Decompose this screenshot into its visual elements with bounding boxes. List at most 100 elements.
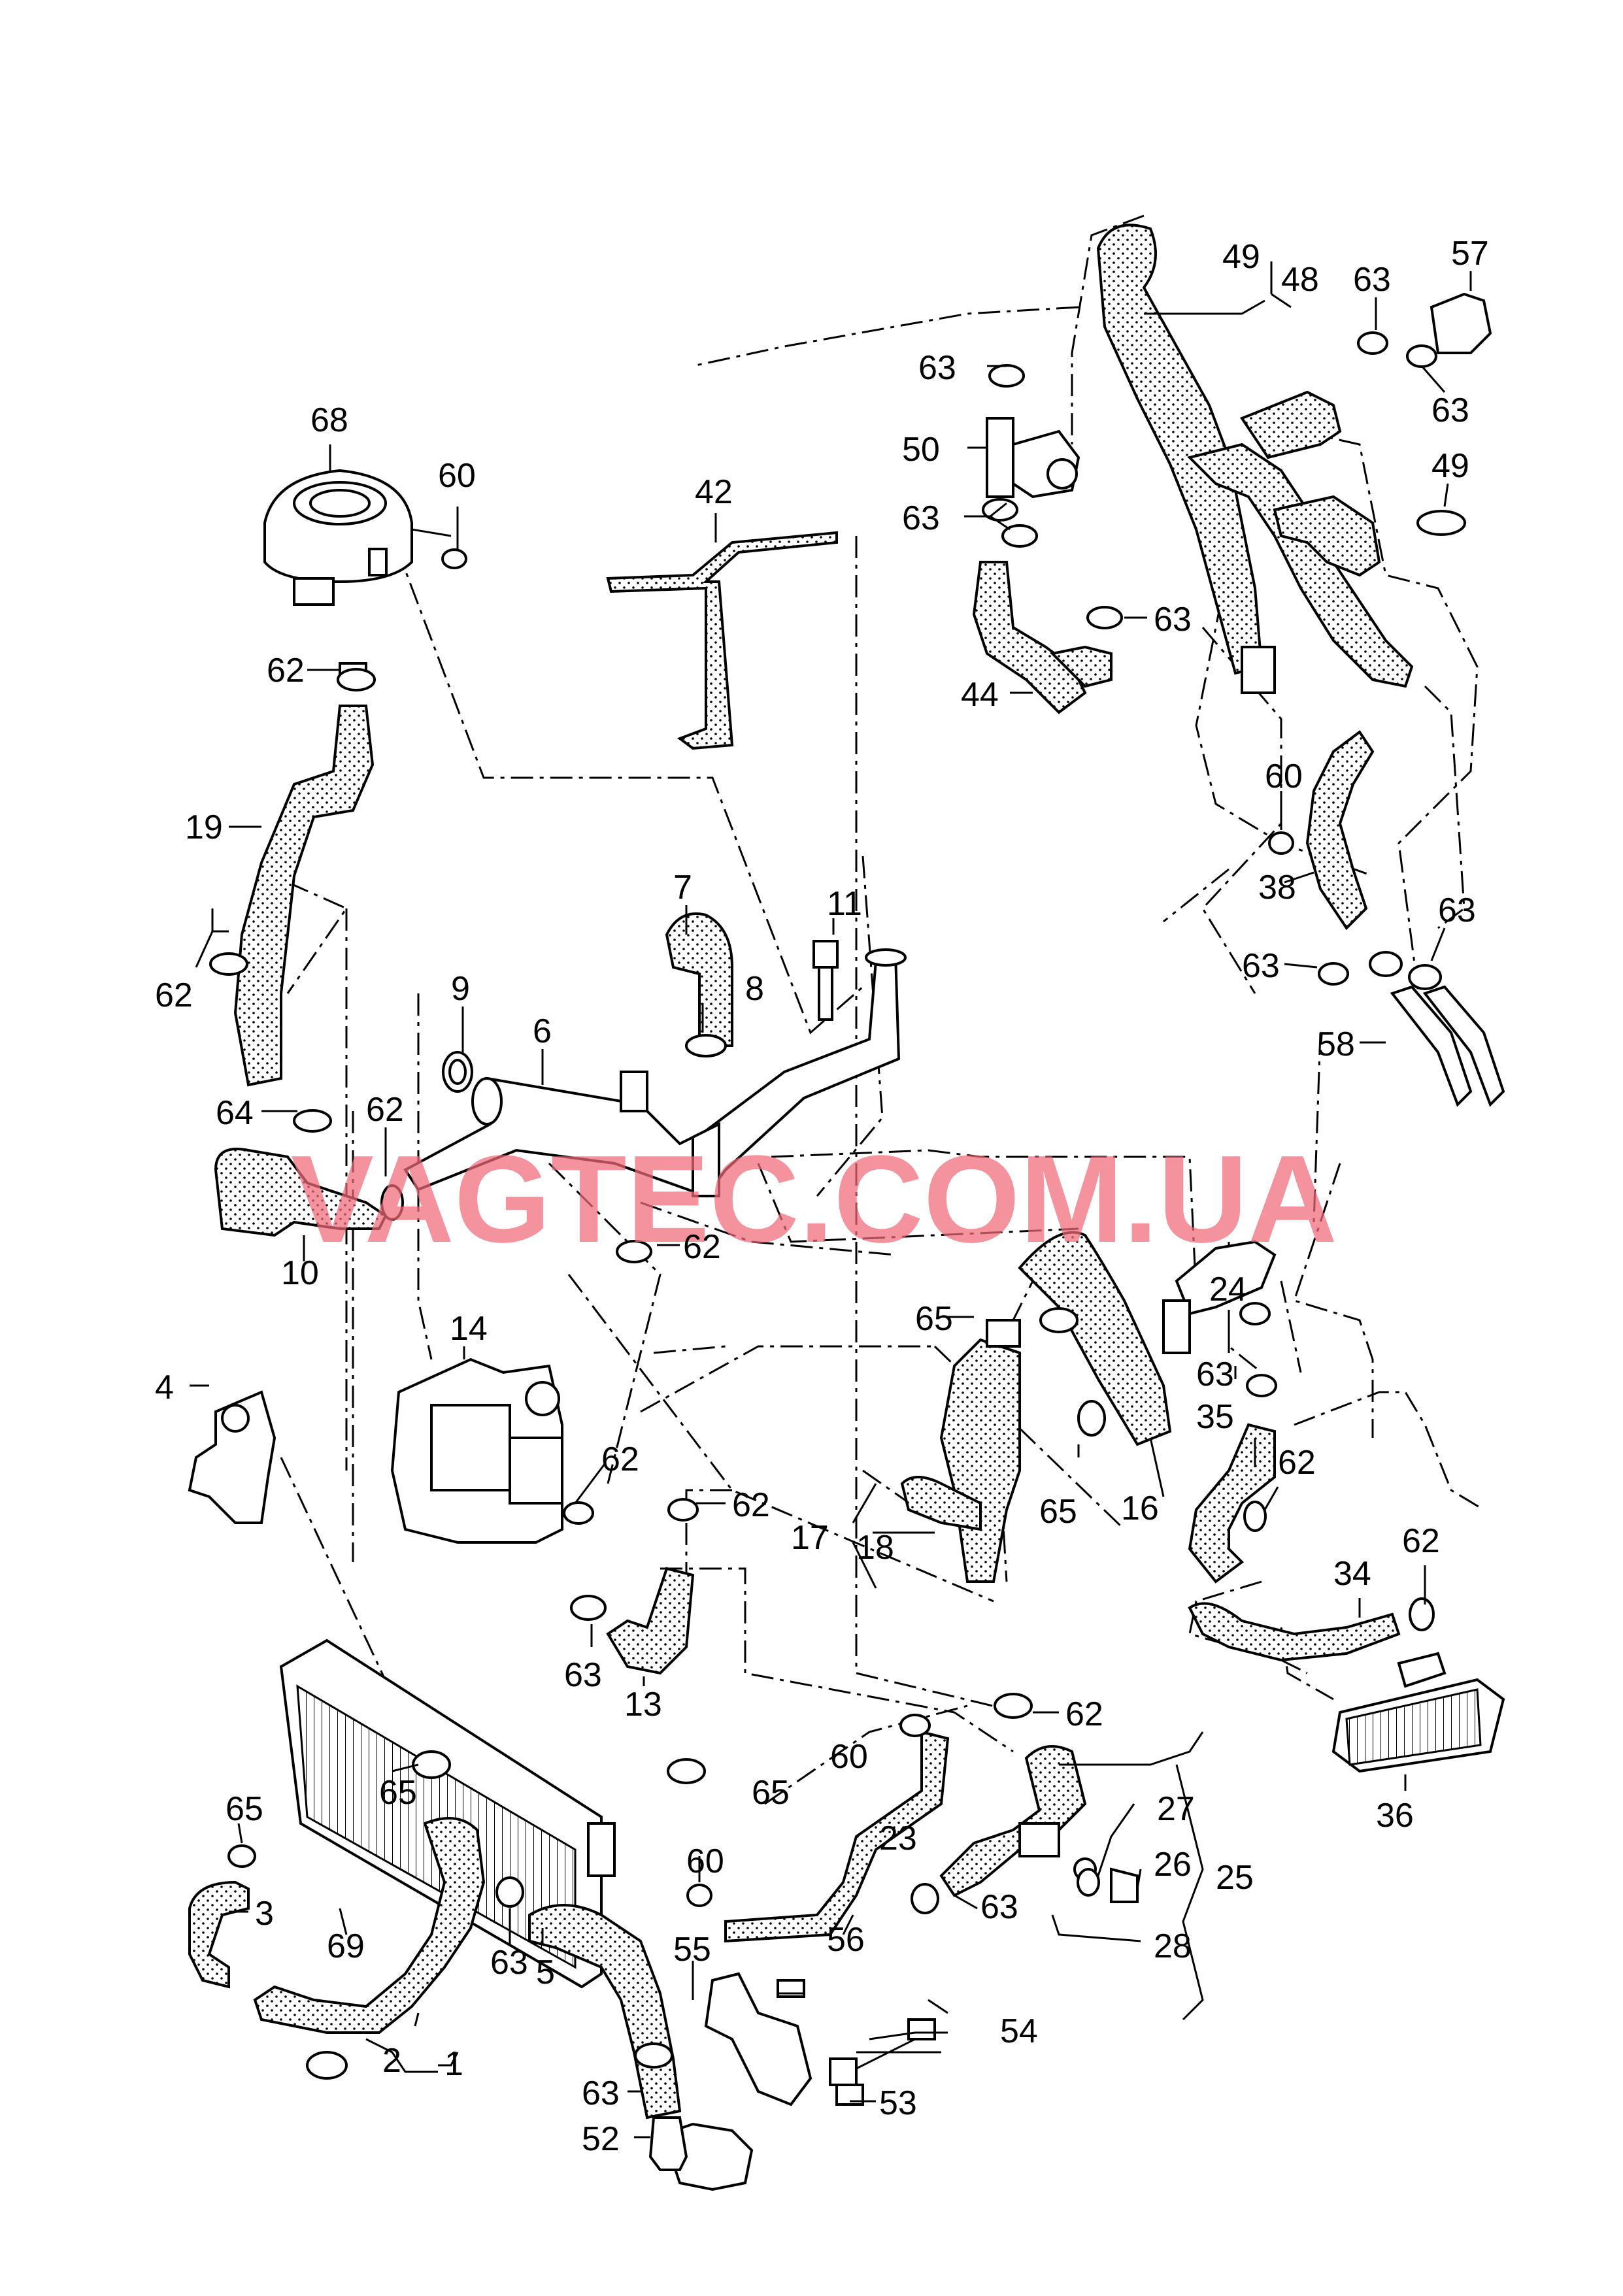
callout-60-23: 60 (830, 1738, 868, 1776)
callout-52: 52 (582, 2120, 620, 2158)
callout-53: 53 (879, 2084, 917, 2122)
callout-63-rad: 63 (490, 1944, 528, 1982)
callout-63-58right: 63 (1438, 891, 1476, 929)
callout-35: 35 (1196, 1398, 1234, 1436)
callout-60-38: 60 (1265, 757, 1303, 795)
callout-labels: 68 60 42 62 19 62 7 9 6 8 11 64 62 10 62… (155, 235, 1489, 2158)
callout-65-cluster2: 65 (1039, 1493, 1077, 1531)
callout-49-top: 49 (1222, 238, 1260, 276)
vent-hose-42 (606, 531, 838, 750)
callout-65-cluster: 65 (915, 1300, 953, 1338)
callout-62-tank: 62 (267, 652, 305, 690)
callout-28: 28 (1154, 1927, 1192, 1965)
callout-50: 50 (902, 431, 940, 469)
callout-48: 48 (1281, 261, 1319, 299)
housing-4 (188, 1390, 276, 1524)
callout-65-23: 65 (752, 1774, 790, 1812)
callout-14: 14 (450, 1310, 488, 1348)
callout-9: 9 (451, 970, 470, 1008)
oil-cooler-36 (1331, 1652, 1505, 1773)
callout-19: 19 (185, 808, 223, 846)
callout-36: 36 (1376, 1797, 1414, 1835)
valve-50 (986, 417, 1080, 499)
hose-10 (214, 1148, 388, 1237)
callout-63-57: 63 (1431, 391, 1469, 429)
callout-65-rad: 65 (379, 1774, 417, 1812)
callout-62-block2: 62 (732, 1486, 770, 1524)
coolant-pipe-6 (403, 948, 907, 1198)
callout-18: 18 (856, 1529, 894, 1567)
pipes-58 (1390, 985, 1505, 1107)
callout-3: 3 (255, 1895, 274, 1933)
sensor-57 (1430, 292, 1492, 354)
callout-24: 24 (1209, 1271, 1247, 1308)
callout-34: 34 (1333, 1555, 1371, 1593)
callout-38: 38 (1258, 869, 1296, 907)
bolt-11 (812, 940, 839, 1021)
callout-69: 69 (327, 1927, 365, 1965)
callout-11: 11 (827, 885, 862, 923)
leader-lines (190, 261, 1472, 2138)
callout-60-pump: 60 (686, 1842, 724, 1880)
callout-44: 44 (961, 676, 999, 714)
callout-58: 58 (1317, 1025, 1355, 1063)
callout-25: 25 (1216, 1859, 1254, 1897)
callout-63-24: 63 (1196, 1356, 1234, 1393)
callout-63-25: 63 (980, 1888, 1018, 1926)
hose-clips (209, 331, 1466, 2080)
hose-cluster-48 (1096, 224, 1414, 694)
callout-2: 2 (382, 2042, 401, 2080)
callout-1: 1 (444, 2045, 463, 2083)
hose-34 (1188, 1602, 1401, 1662)
callout-23: 23 (879, 1820, 917, 1857)
pump-52 (648, 2116, 754, 2191)
callout-26: 26 (1154, 1846, 1192, 1884)
hose-44 (972, 561, 1113, 714)
callout-65-left: 65 (226, 1790, 263, 1828)
callout-63-44: 63 (1154, 601, 1192, 639)
hose-23 (724, 1730, 950, 1943)
callout-62-mid: 62 (683, 1228, 721, 1266)
callout-62-pipe: 62 (366, 1091, 404, 1129)
hose-group-25 (939, 1745, 1139, 1903)
callout-27: 27 (1157, 1790, 1195, 1828)
callout-63-50: 63 (902, 499, 940, 537)
callout-49-right: 49 (1431, 447, 1469, 485)
callout-63-topright: 63 (1353, 261, 1391, 299)
hose-13 (606, 1567, 695, 1675)
callout-63-58left: 63 (1242, 947, 1280, 985)
callout-63-block: 63 (564, 1656, 602, 1694)
callout-62-34: 62 (1402, 1522, 1440, 1560)
callout-55: 55 (673, 1931, 711, 1969)
callout-8: 8 (745, 970, 764, 1008)
callout-5: 5 (536, 1954, 555, 1991)
callout-6: 6 (533, 1012, 552, 1050)
hose-19 (233, 662, 375, 1087)
callout-17: 17 (791, 1519, 829, 1557)
callout-13: 13 (624, 1686, 662, 1723)
hose-cluster-16-18 (900, 1231, 1172, 1583)
callout-10: 10 (281, 1254, 319, 1292)
hose-38 (1305, 730, 1375, 931)
hose-7 (665, 912, 733, 1047)
callout-60-tank: 60 (438, 457, 476, 495)
callout-4: 4 (155, 1369, 174, 1406)
callout-63-pump: 63 (582, 2074, 620, 2112)
callout-64: 64 (216, 1094, 254, 1132)
callout-62-35: 62 (1278, 1444, 1316, 1482)
o-ring-9 (442, 1051, 473, 1093)
watermark-text: VAGTEC.COM.UA (291, 1130, 1337, 1269)
callout-42: 42 (695, 473, 733, 511)
hose-35 (1188, 1423, 1276, 1584)
callout-62-hose19: 62 (155, 976, 193, 1014)
valve-block-14 (390, 1357, 563, 1544)
callout-54: 54 (1000, 2012, 1038, 2050)
connector-24 (1162, 1240, 1277, 1354)
callout-16: 16 (1121, 1489, 1159, 1527)
callout-68: 68 (310, 401, 348, 439)
callout-63-50top: 63 (918, 349, 956, 387)
callout-62-25: 62 (1065, 1695, 1103, 1733)
callout-56: 56 (827, 1921, 865, 1959)
